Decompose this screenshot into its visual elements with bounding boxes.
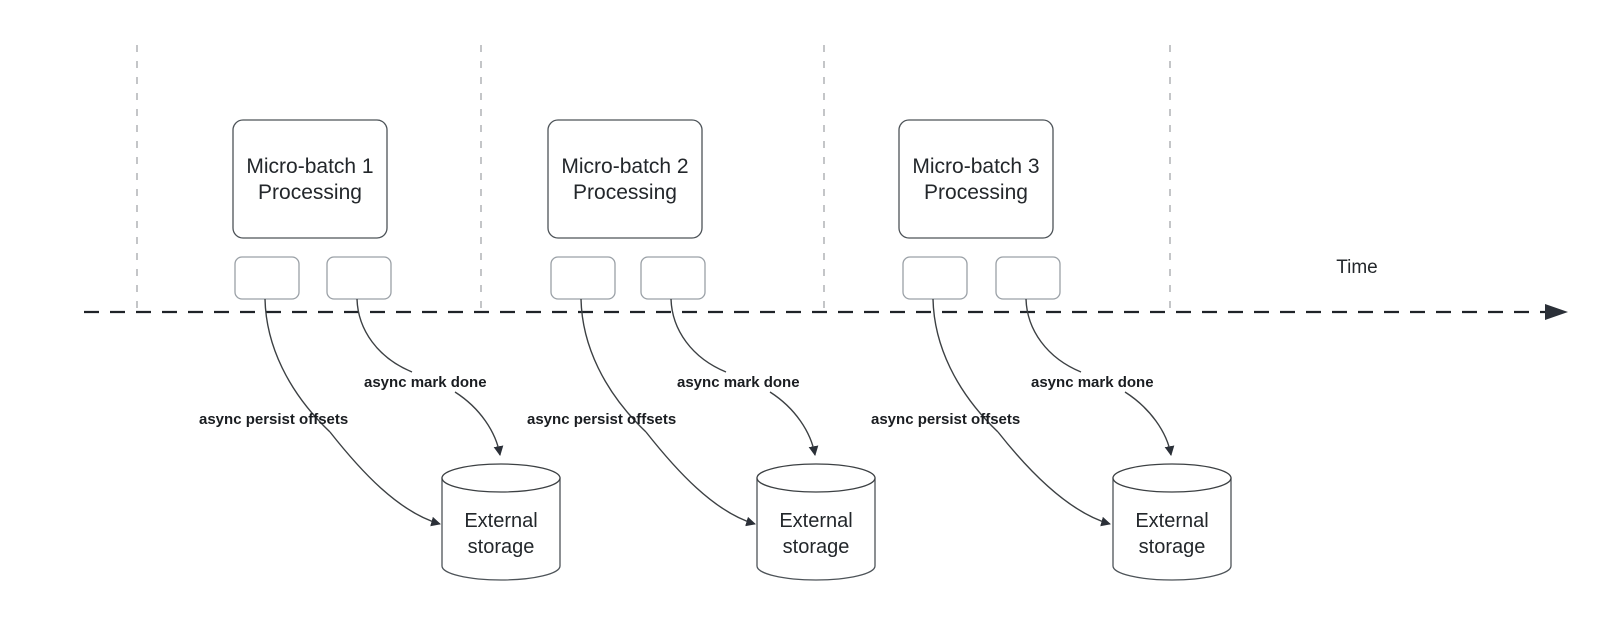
micro-batch-3-box[interactable] (898, 119, 1054, 239)
micro-batch-1-persist-stem (264, 298, 331, 433)
micro-batch-3-mark-done-stem (1025, 298, 1082, 373)
micro-batch-2-label-line1: Micro-batch 2 (561, 155, 688, 178)
micro-batch-2-box[interactable] (547, 119, 703, 239)
external-storage-3-label-line1: External (1135, 510, 1208, 532)
external-storage-3-label-line2: storage (1139, 536, 1206, 558)
micro-batch-1-persist-arrow (329, 431, 441, 527)
external-storage-3-top (1112, 463, 1232, 493)
micro-batch-2-persist-stem (580, 298, 647, 433)
micro-batch-3-persist-arrow (997, 431, 1111, 527)
micro-batch-1-persist-task-box[interactable] (234, 256, 300, 300)
micro-batch-2-label-line2: Processing (573, 181, 677, 204)
micro-batch-3-persist-label: async persist offsets (871, 411, 1020, 428)
micro-batch-1-box[interactable] (232, 119, 388, 239)
micro-batch-1-mark-done-label: async mark done (364, 374, 487, 391)
external-storage-1-body (441, 477, 561, 581)
micro-batch-group-1: Micro-batch 1 Processing async persist o… (199, 119, 561, 581)
external-storage-2-top (756, 463, 876, 493)
external-storage-3-body (1112, 477, 1232, 581)
micro-batch-2-persist-arrow (645, 431, 756, 527)
external-storage-2-body (756, 477, 876, 581)
micro-batch-2-mark-done-arrow (769, 391, 819, 456)
external-storage-1-label-line2: storage (468, 536, 535, 558)
micro-batch-1-mark-done-arrow (454, 391, 504, 456)
micro-batch-1-mark-done-stem (356, 298, 413, 373)
time-axis: Time (84, 257, 1568, 320)
separator-group (136, 45, 1171, 312)
micro-batch-group-2: Micro-batch 2 Processing async persist o… (527, 119, 876, 581)
micro-batch-2-persist-label: async persist offsets (527, 411, 676, 428)
micro-batch-3-mark-done-arrow (1124, 391, 1175, 456)
micro-batch-3-label-line1: Micro-batch 3 (912, 155, 1039, 178)
micro-batch-3-persist-stem (932, 298, 999, 433)
external-storage-1-top (441, 463, 561, 493)
micro-batch-3-mark-done-label: async mark done (1031, 374, 1154, 391)
external-storage-2-label-line2: storage (783, 536, 850, 558)
external-storage-2-label-line1: External (779, 510, 852, 532)
external-storage-1[interactable]: External storage (441, 463, 561, 581)
micro-batch-3-mark-done-task-box[interactable] (995, 256, 1061, 300)
micro-batch-2-mark-done-stem (670, 298, 727, 373)
external-storage-3[interactable]: External storage (1112, 463, 1232, 581)
micro-batch-1-label-line1: Micro-batch 1 (246, 155, 373, 178)
micro-batch-1-mark-done-task-box[interactable] (326, 256, 392, 300)
micro-batch-2-mark-done-label: async mark done (677, 374, 800, 391)
micro-batch-2-persist-task-box[interactable] (550, 256, 616, 300)
micro-batch-3-label-line2: Processing (924, 181, 1028, 204)
micro-batch-1-persist-label: async persist offsets (199, 411, 348, 428)
time-axis-label: Time (1336, 257, 1378, 278)
external-storage-2[interactable]: External storage (756, 463, 876, 581)
micro-batch-group-3: Micro-batch 3 Processing async persist o… (871, 119, 1232, 581)
micro-batch-1-label-line2: Processing (258, 181, 362, 204)
micro-batch-3-persist-task-box[interactable] (902, 256, 968, 300)
micro-batch-2-mark-done-task-box[interactable] (640, 256, 706, 300)
external-storage-1-label-line1: External (464, 510, 537, 532)
timeline-arrowhead (1545, 304, 1568, 320)
